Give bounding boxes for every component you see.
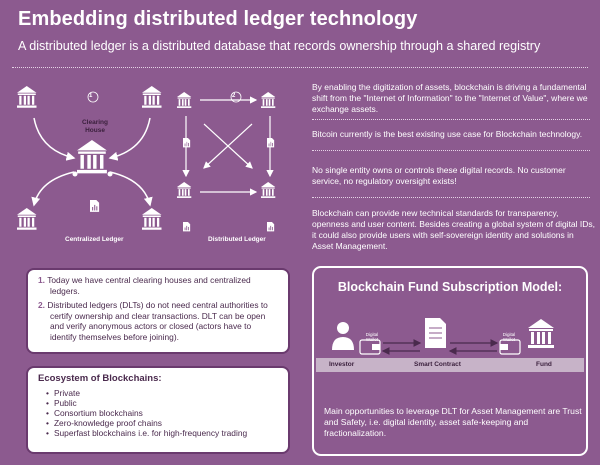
- distributed-ledger-label: Distributed Ledger: [208, 236, 266, 243]
- bullet-divider: [312, 150, 590, 151]
- bullet-4: Blockchain can provide new technical sta…: [312, 208, 596, 251]
- header-divider: [12, 67, 588, 68]
- step1-circle: [87, 91, 99, 103]
- list-item: 1. Today we have central clearing houses…: [38, 275, 251, 296]
- bullet-1: By enabling the digitization of assets, …: [312, 82, 588, 114]
- bank-icon: [261, 182, 276, 198]
- investor-icon: [337, 322, 349, 334]
- page-title: Embedding distributed ledger technology: [18, 8, 418, 30]
- digital-wallet-label: Digital Wallet: [365, 332, 379, 342]
- centralized-ledger-label: Centralized Ledger: [65, 236, 124, 243]
- bullet-divider: [312, 119, 590, 120]
- bank-icon: [17, 86, 37, 108]
- bank-icon: [142, 208, 162, 230]
- fund-text: Main opportunities to leverage DLT for A…: [324, 406, 582, 438]
- ecosystem-box: Ecosystem of Blockchains: Private Public…: [26, 366, 290, 454]
- digital-wallet-label: Digital Wallet: [502, 332, 516, 342]
- document-icon: [183, 222, 191, 232]
- bank-icon: [17, 208, 37, 230]
- fund-subscription-box: Blockchain Fund Subscription Model: Main…: [312, 266, 588, 456]
- fund-title: Blockchain Fund Subscription Model:: [337, 280, 563, 294]
- list-item: Zero-knowledge proof chains: [46, 418, 278, 428]
- investor-label: Investor: [329, 361, 355, 368]
- bank-icon: [177, 92, 192, 108]
- document-icon: [90, 200, 100, 212]
- smart-contract-label: Smart Contract: [414, 361, 461, 368]
- bullet-2: Bitcoin currently is the best existing u…: [312, 129, 583, 139]
- list-item: Consortium blockchains: [46, 408, 278, 418]
- step2-circle: [230, 91, 242, 103]
- bank-icon: [142, 86, 162, 108]
- bullet-divider: [312, 197, 590, 198]
- list-item: 2. Distributed ledgers (DLTs) do not nee…: [38, 300, 268, 342]
- clearing-house-icon: [77, 140, 107, 174]
- ledger-explanation-box: 1. Today we have central clearing houses…: [26, 268, 290, 354]
- ecosystem-title: Ecosystem of Blockchains:: [38, 373, 162, 384]
- bank-icon: [261, 92, 276, 108]
- list-item: Public: [46, 398, 278, 408]
- bullet-3: No single entity owns or controls these …: [312, 165, 566, 186]
- list-item: Superfast blockchains i.e. for high-freq…: [46, 428, 278, 438]
- page-subtitle: A distributed ledger is a distributed da…: [18, 39, 541, 53]
- list-item: Private: [46, 388, 278, 398]
- document-icon: [267, 222, 275, 232]
- fund-label: Fund: [536, 361, 552, 368]
- step1-label: 1: [89, 93, 93, 99]
- bank-icon: [177, 182, 192, 198]
- step2-label: 2: [232, 93, 236, 99]
- clearing-house-label: Clearing House: [81, 119, 108, 134]
- fund-flow-band: [316, 358, 584, 372]
